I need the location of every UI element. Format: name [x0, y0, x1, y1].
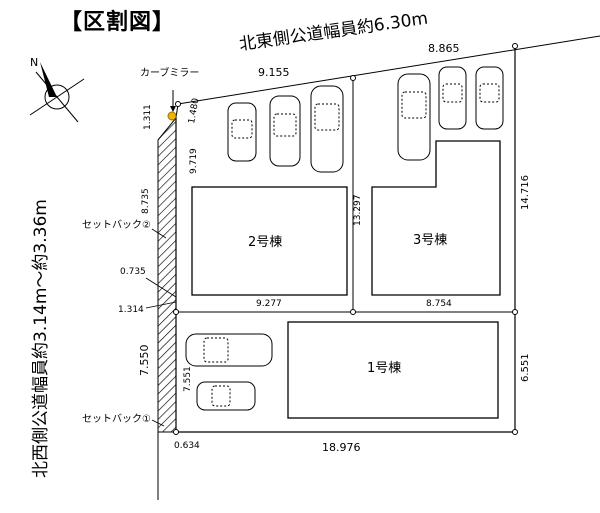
dim-7550: 7.550 [138, 345, 151, 377]
car-icon [397, 73, 431, 161]
northeast-road-label: 北東側公道幅員約6.30m [238, 9, 429, 55]
building-1 [287, 321, 499, 419]
dim-0634: 0.634 [174, 441, 200, 451]
setback-2-label: セットバック② [82, 219, 151, 231]
car-icon [475, 66, 504, 130]
dim-8754: 8.754 [426, 299, 452, 309]
dim-13297: 13.297 [353, 195, 363, 227]
building-1-label: 1号棟 [367, 361, 401, 376]
building-2 [191, 186, 348, 296]
building-2-label: 2号棟 [248, 235, 282, 250]
car-icon [310, 85, 344, 173]
dim-0735: 0.735 [120, 267, 146, 277]
setback-1-label: セットバック① [82, 413, 151, 425]
dim-9719: 9.719 [189, 148, 199, 174]
lot-boundary [175, 46, 516, 433]
car-icon [438, 66, 467, 130]
page-title: 【区割図】 [60, 10, 176, 35]
dim-1314: 1.314 [118, 305, 144, 315]
dim-top-left: 9.155 [258, 66, 290, 79]
dim-8735: 8.735 [141, 188, 151, 214]
northeast-road-line [177, 35, 600, 105]
car-icon [269, 95, 301, 167]
dim-14716: 14.716 [520, 175, 531, 210]
parking-cars [185, 66, 504, 411]
building-3-label: 3号棟 [413, 233, 447, 248]
setback-strip [157, 116, 177, 433]
compass-north-label: N [30, 56, 38, 69]
curve-mirror-marker [167, 111, 177, 121]
dim-1311: 1.311 [143, 104, 153, 130]
compass-icon [29, 62, 85, 123]
building-3 [371, 140, 501, 296]
dim-7551: 7.551 [183, 366, 193, 392]
dim-1480: 1.480 [187, 97, 201, 124]
dim-top-right: 8.865 [428, 42, 460, 55]
car-icon [185, 333, 273, 367]
northwest-road-label: 北西側公道幅員約3.14m～約3.36m [31, 199, 51, 478]
dim-9277: 9.277 [256, 299, 282, 309]
curve-mirror-label: カーブミラー [140, 66, 199, 79]
car-icon [227, 102, 257, 162]
dim-6551: 6.551 [520, 353, 531, 382]
dim-18976: 18.976 [322, 441, 361, 454]
